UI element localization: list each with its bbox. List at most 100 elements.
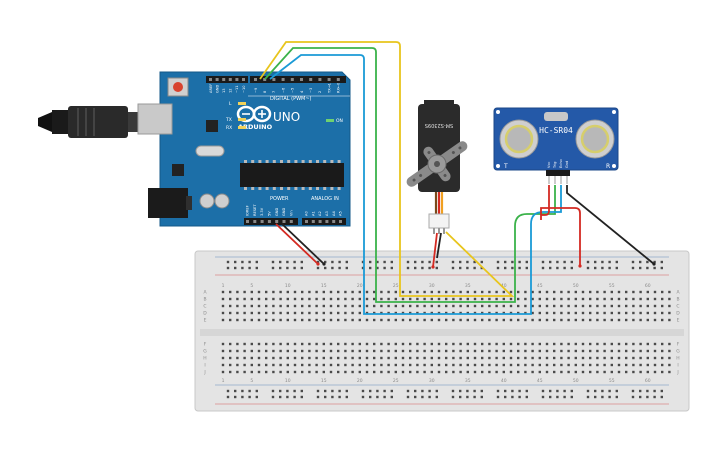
digital-pin-label: ~5 (291, 88, 295, 93)
row-letter: J (203, 370, 205, 376)
power-pin-label: 3.3V (260, 207, 264, 216)
sensor-r-label: R (606, 163, 610, 170)
row-letter: A (676, 290, 680, 296)
digital-pin-label: ~6 (281, 87, 285, 93)
breadboard-holes (221, 260, 671, 399)
row-letter: H (203, 356, 206, 362)
wire-black-servo[interactable] (436, 232, 442, 259)
column-number: 55 (609, 283, 615, 289)
digital-pin-label: ~3 (309, 88, 313, 93)
sensor-model-label: HC-SR04 (539, 126, 573, 135)
row-letter: D (676, 311, 680, 317)
analog-pin-label: A0 (305, 211, 309, 216)
header-digital-right (250, 76, 346, 83)
sensor-crystal (544, 112, 568, 121)
row-letter: C (203, 304, 206, 310)
wire-red-servo[interactable] (432, 232, 438, 268)
column-number: 5 (250, 378, 253, 384)
led-rx-label: RX (226, 125, 232, 131)
column-number: 5 (250, 283, 253, 289)
digital-pin-label: 7 (272, 91, 276, 93)
digital-header-pins (209, 78, 340, 81)
wire-endpoints (316, 262, 656, 269)
servo-horn (406, 141, 468, 187)
arduino-logo-text: ARDUINO (238, 123, 273, 131)
row-letter: I (677, 363, 678, 369)
column-number: 25 (393, 378, 399, 384)
sensor-pins (548, 176, 568, 184)
digital-pin-label: GND (215, 85, 219, 93)
wire-green[interactable] (264, 47, 556, 303)
wire-yellow[interactable] (259, 41, 515, 297)
led-on (326, 119, 334, 122)
power-analog-header-pins (246, 220, 342, 223)
column-number: 40 (501, 283, 507, 289)
column-number: 50 (573, 283, 579, 289)
digital-pin-label: RX←0 (337, 82, 341, 93)
reset-button[interactable] (173, 82, 183, 92)
row-letter: I (204, 363, 205, 369)
wires (259, 41, 656, 315)
capacitor-right (214, 193, 230, 209)
digital-pin-label: TX→1 (327, 83, 331, 94)
center-channel (200, 329, 684, 336)
led-tx-label: TX (225, 117, 232, 123)
power-pin-label: GND (282, 208, 286, 216)
column-number: 10 (285, 378, 291, 384)
led-rx (238, 126, 246, 129)
usb-cable-end (38, 112, 52, 132)
row-letter: D (203, 311, 207, 317)
crystal (195, 145, 225, 157)
column-number: 20 (357, 283, 363, 289)
usb-port[interactable] (137, 103, 173, 135)
analog-pin-label: A3 (325, 211, 329, 216)
wire-black-sensor[interactable] (566, 185, 655, 265)
column-number: 30 (429, 283, 435, 289)
transducer-right (575, 119, 615, 159)
row-letter: J (676, 370, 678, 376)
header-power (244, 218, 298, 225)
regulator (172, 164, 184, 176)
column-number: 45 (537, 283, 543, 289)
power-jack[interactable] (148, 188, 188, 218)
wire-black-gnd[interactable] (281, 223, 325, 265)
column-number: 30 (429, 378, 435, 384)
power-pin-label: RESET (253, 204, 257, 216)
power-pin-label: 5V (268, 211, 272, 216)
usb-chip (206, 120, 218, 132)
digital-pin-label: 12 (229, 88, 233, 93)
analog-label: ANALOG IN (311, 196, 339, 202)
row-letter: E (204, 318, 207, 324)
column-number: 10 (285, 283, 291, 289)
wire-red-5v[interactable] (275, 223, 319, 265)
column-number: 35 (465, 283, 471, 289)
row-letter: E (677, 318, 680, 324)
sensor-pin-label: Vcc (547, 162, 551, 168)
power-pin-label: IOREF (246, 205, 250, 216)
row-letter: G (676, 349, 680, 355)
analog-pin-label: A2 (318, 211, 322, 216)
row-letter: B (203, 297, 206, 303)
column-number: 60 (645, 283, 651, 289)
sensor-pin-label: Gnd (565, 161, 569, 168)
sensor-pin-label: Trig (553, 162, 557, 169)
digital-pin-label: 4 (300, 90, 304, 93)
row-letter: A (203, 290, 207, 296)
wire-red-sensor[interactable] (540, 185, 581, 266)
led-on-label: ON (336, 118, 343, 124)
wire-blue[interactable] (269, 54, 562, 315)
column-number: 45 (537, 378, 543, 384)
power-label: POWER (270, 196, 289, 202)
column-number: 35 (465, 378, 471, 384)
servo-connector (428, 213, 450, 229)
servo-motor: SM-S2309S (406, 100, 468, 234)
power-pin-label: Vin (289, 210, 293, 216)
